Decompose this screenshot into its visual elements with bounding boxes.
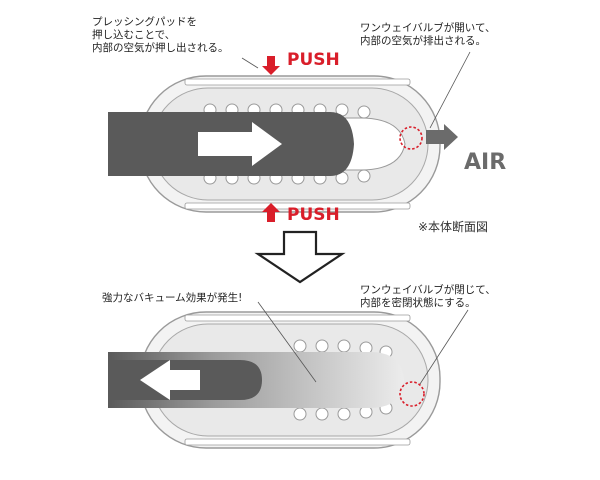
bottom-right-leader (419, 309, 469, 385)
top-right-callout-line-1: ワンウェイバルブが開いて、 (360, 22, 496, 34)
cross-section-note: ※本体断面図 (418, 220, 489, 234)
top-push-arrow-down (262, 56, 280, 75)
top-air-arrow (426, 124, 458, 150)
bottom-valve-highlight (399, 381, 425, 407)
top-left-leader (241, 57, 259, 69)
top-pressing-pad-lower (184, 202, 411, 210)
push-label-top: PUSH (287, 50, 340, 70)
bottom-ribs-lower (293, 401, 393, 421)
bottom-left-callout: 強力なバキューム効果が発生! (102, 292, 242, 305)
top-left-callout-line-1: プレッシングパッドを (92, 16, 197, 28)
top-left-callout-line-2: 押し込むことで、 (92, 29, 176, 41)
bottom-right-callout-line-2: 内部を密閉状態にする。 (360, 297, 476, 309)
push-label-bottom: PUSH (287, 205, 340, 225)
transition-arrow (254, 230, 346, 284)
air-label: AIR (464, 150, 507, 175)
bottom-right-callout: ワンウェイバルブが閉じて、 内部を密閉状態にする。 (360, 284, 496, 310)
bottom-device (108, 301, 469, 449)
top-right-callout: ワンウェイバルブが開いて、 内部の空気が排出される。 (360, 22, 495, 48)
top-left-callout-line-3: 内部の空気が押し出される。 (92, 42, 229, 54)
top-insert-arrow (198, 122, 282, 166)
bottom-left-leader (257, 301, 317, 383)
bottom-withdraw-arrow (140, 360, 200, 400)
top-left-callout: プレッシングパッドを 押し込むことで、 内部の空気が押し出される。 (92, 16, 229, 55)
top-device (108, 51, 471, 222)
bottom-push-arrow-up (262, 203, 280, 222)
top-pressing-pad-upper (184, 78, 411, 86)
top-valve-highlight (399, 126, 423, 150)
bottom-left-callout-line-1: 強力なバキューム効果が発生! (102, 292, 243, 304)
top-right-leader (429, 51, 471, 129)
top-right-callout-line-2: 内部の空気が排出される。 (360, 35, 486, 47)
bottom-right-callout-line-1: ワンウェイバルブが閉じて、 (360, 284, 496, 296)
